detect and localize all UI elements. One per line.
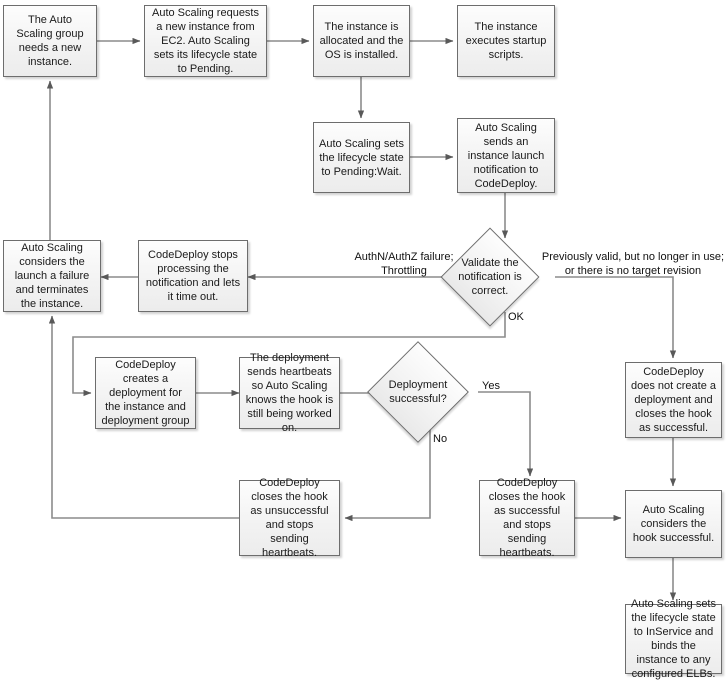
node-instance-allocated[interactable]: The instance is allocated and the OS is … bbox=[313, 5, 410, 77]
node-launch-failure-terminate[interactable]: Auto Scaling considers the launch a fail… bbox=[3, 240, 101, 312]
node-codedeploy-stops-processing[interactable]: CodeDeploy stops processing the notifica… bbox=[138, 240, 248, 312]
node-codedeploy-creates-deployment[interactable]: CodeDeploy creates a deployment for the … bbox=[95, 357, 196, 429]
node-label: Auto Scaling sends an instance launch no… bbox=[467, 121, 545, 190]
node-label: CodeDeploy closes the hook as successful… bbox=[488, 477, 566, 559]
node-label: Auto Scaling sets the lifecycle state to… bbox=[631, 598, 716, 680]
node-auto-scaling-needs-instance[interactable]: The Auto Scaling group needs a new insta… bbox=[3, 5, 97, 77]
node-label: Auto Scaling sets the lifecycle state to… bbox=[319, 137, 404, 178]
edge-n13-n15 bbox=[478, 391, 534, 477]
node-label: The deployment sends heartbeats so Auto … bbox=[245, 352, 334, 434]
decision-deployment-successful[interactable]: Deployment successful? bbox=[367, 341, 469, 443]
node-label: The instance executes startup scripts. bbox=[465, 21, 547, 61]
node-label: CodeDeploy stops processing the notifica… bbox=[145, 249, 241, 303]
edge-label-ok: OK bbox=[508, 311, 524, 323]
node-hook-unsuccessful[interactable]: CodeDeploy closes the hook as unsuccessf… bbox=[239, 477, 340, 559]
node-label: Auto Scaling considers the launch a fail… bbox=[14, 242, 90, 310]
node-auto-scaling-hook-successful[interactable]: Auto Scaling considers the hook successf… bbox=[625, 490, 722, 558]
node-no-deployment-hook-successful[interactable]: CodeDeploy does not create a deployment … bbox=[625, 362, 722, 438]
decision-validate-notification[interactable]: Validate the notification is correct. bbox=[440, 227, 540, 327]
node-label: Auto Scaling considers the hook successf… bbox=[632, 504, 715, 544]
edge-label-yes: Yes bbox=[482, 380, 500, 392]
node-deployment-heartbeats[interactable]: The deployment sends heartbeats so Auto … bbox=[239, 352, 340, 434]
edge-label-no: No bbox=[433, 433, 448, 445]
edge-n7-n10 bbox=[555, 276, 677, 359]
node-label: CodeDeploy does not create a deployment … bbox=[631, 366, 717, 434]
node-label: The instance is allocated and the OS is … bbox=[319, 21, 404, 61]
node-label: Auto Scaling requests a new instance fro… bbox=[151, 7, 259, 75]
node-label: CodeDeploy closes the hook as unsuccessf… bbox=[250, 477, 329, 559]
node-hook-successful[interactable]: CodeDeploy closes the hook as successful… bbox=[479, 477, 575, 559]
node-label: CodeDeploy creates a deployment for the … bbox=[101, 359, 190, 427]
node-label: Validate the notification is correct. bbox=[458, 257, 522, 297]
node-lifecycle-pending-wait[interactable]: Auto Scaling sets the lifecycle state to… bbox=[313, 122, 410, 193]
node-label: Deployment successful? bbox=[388, 379, 448, 405]
edge-label-previously-valid: Previously valid, but no longer in use; … bbox=[541, 251, 725, 277]
node-instance-startup-scripts[interactable]: The instance executes startup scripts. bbox=[457, 5, 555, 77]
node-lifecycle-inservice[interactable]: Auto Scaling sets the lifecycle state to… bbox=[625, 598, 722, 680]
node-launch-notification[interactable]: Auto Scaling sends an instance launch no… bbox=[457, 118, 555, 193]
node-label: The Auto Scaling group needs a new insta… bbox=[16, 14, 84, 68]
node-auto-scaling-requests-instance[interactable]: Auto Scaling requests a new instance fro… bbox=[144, 5, 267, 77]
edge-label-authn-authz-failure: AuthN/AuthZ failure; Throttling bbox=[354, 251, 454, 277]
